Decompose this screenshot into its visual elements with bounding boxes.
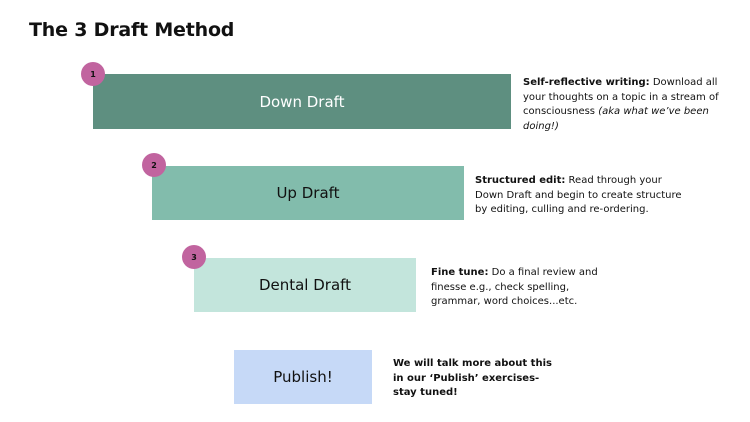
down-draft-label: Down Draft xyxy=(259,92,345,111)
dental-draft-desc-text: Do a final review and finesse e.g., chec… xyxy=(431,267,598,307)
dental-draft-description: Fine tune: Do a final review and finesse… xyxy=(431,266,601,310)
down-draft-desc-text: Download all your thoughts on a topic in… xyxy=(523,77,719,117)
up-draft-label: Up Draft xyxy=(276,184,340,202)
up-draft-desc-heading: Structured edit: xyxy=(475,175,566,186)
up-draft-bar: Up Draft xyxy=(152,166,464,220)
step-1-badge: 1 xyxy=(81,62,105,86)
down-draft-desc-heading: Self-reflective writing: xyxy=(523,77,650,88)
down-draft-desc-aside: (aka what we’ve been doing!) xyxy=(523,106,709,132)
down-draft-description: Self-reflective writing: Download all yo… xyxy=(523,76,735,134)
publish-bar: Publish! xyxy=(234,350,372,404)
step-2-badge: 2 xyxy=(142,153,166,177)
up-draft-description: Structured edit: Read through your Down … xyxy=(475,174,685,218)
publish-label: Publish! xyxy=(273,368,333,386)
dental-draft-bar: Dental Draft xyxy=(194,258,416,312)
down-draft-bar: Down Draft xyxy=(93,74,511,129)
dental-draft-desc-heading: Fine tune: xyxy=(431,267,489,278)
dental-draft-label: Dental Draft xyxy=(258,276,352,294)
up-draft-desc-text: Read through your Down Draft and begin t… xyxy=(475,175,682,215)
publish-note: We will talk more about this in our ‘Pub… xyxy=(393,358,552,398)
page-title: The 3 Draft Method xyxy=(29,19,235,41)
step-3-badge: 3 xyxy=(182,245,206,269)
